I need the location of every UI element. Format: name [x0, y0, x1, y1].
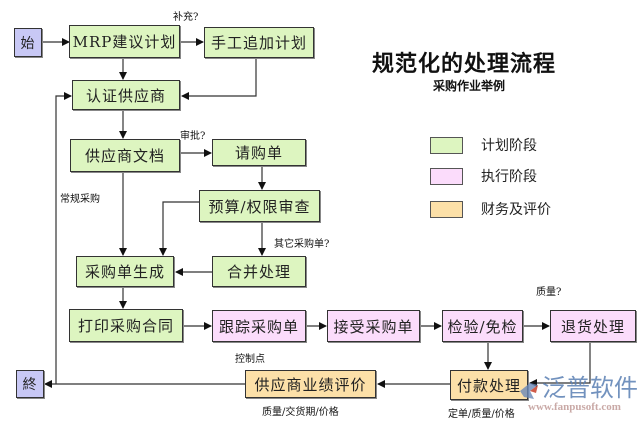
legend-label-exec: 执行阶段 [481, 169, 537, 185]
label-eval-criteria: 质量/交货期/价格 [262, 407, 339, 418]
node-po-generate: 采购单生成 [76, 256, 174, 287]
diagram-title: 规范化的处理流程 [372, 51, 557, 77]
node-requisition: 请购单 [212, 139, 306, 166]
node-track-po: 跟踪采购单 [212, 310, 306, 342]
node-start: 始 [14, 28, 42, 57]
node-mrp-plan: MRP建议计划 [69, 25, 180, 58]
node-supplier-eval: 供应商业绩评价 [245, 370, 376, 398]
node-end: 終 [16, 370, 44, 398]
node-payment: 付款处理 [450, 370, 528, 400]
node-budget-review: 预算/权限审查 [199, 190, 320, 222]
edge-budget-po [159, 201, 199, 256]
brand-logo-icon [520, 383, 538, 399]
watermark-url: www.fanpusoft.com [528, 401, 621, 413]
label-supplement: 补充? [173, 12, 199, 23]
edge-manual-certify [181, 58, 257, 100]
node-return: 退货处理 [550, 310, 636, 342]
label-other-po: 其它采购单? [274, 239, 330, 250]
legend-item-exec: 执行阶段 [430, 166, 537, 186]
diagram-subtitle: 采购作业举例 [433, 79, 506, 93]
edge-loop-certify [55, 92, 72, 384]
node-accept-po: 接受采购单 [327, 310, 420, 342]
label-quality: 质量? [536, 287, 562, 298]
node-manual-plan: 手工追加计划 [204, 27, 314, 58]
watermark: 泛普软件 www.fanpusoft.com [518, 375, 638, 413]
legend-swatch-finance [430, 200, 463, 218]
label-regular-purchase: 常规采购 [60, 194, 100, 205]
legend-item-plan: 计划阶段 [430, 135, 537, 155]
node-merge: 合并处理 [212, 256, 306, 287]
node-print-contract: 打印采购合同 [69, 309, 183, 342]
node-certify-supplier: 认证供应商 [72, 80, 180, 110]
label-control-point: 控制点 [235, 354, 265, 365]
label-approve: 审批? [180, 131, 206, 142]
watermark-brand: 泛普软件 [542, 374, 638, 402]
legend-item-finance: 财务及评价 [430, 199, 551, 219]
label-payment-criteria: 定单/质量/价格 [448, 409, 515, 420]
edge-return-payment [529, 342, 591, 387]
legend-swatch-exec [430, 167, 463, 185]
legend-swatch-plan [430, 136, 463, 154]
node-supplier-docs: 供应商文档 [70, 139, 180, 172]
legend-label-finance: 财务及评价 [481, 202, 551, 218]
legend-label-plan: 计划阶段 [481, 138, 537, 154]
node-inspect: 检验/免检 [442, 310, 523, 342]
